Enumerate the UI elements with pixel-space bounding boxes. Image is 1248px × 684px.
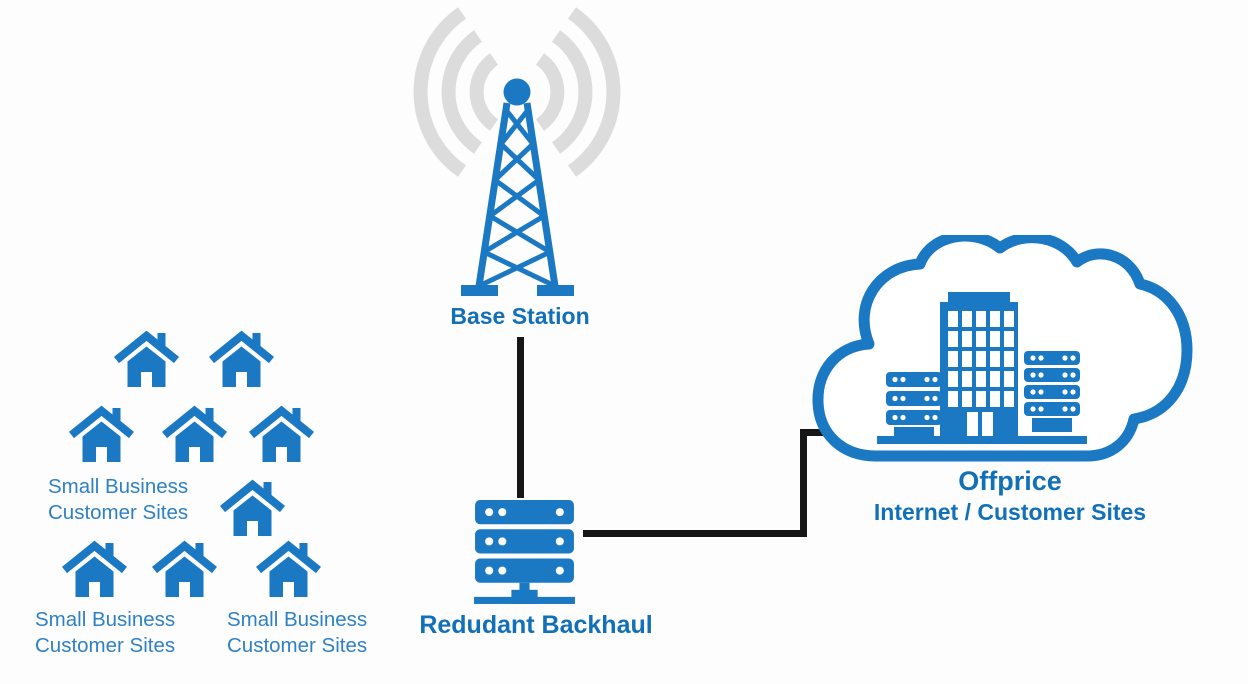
cloud-label: Offprice Internet / Customer Sites xyxy=(845,466,1175,526)
base-station-to-backhaul-line xyxy=(517,337,524,498)
customer-sites-label-line1: Small Business xyxy=(35,608,176,631)
ground-bar xyxy=(877,436,1087,444)
cell-tower-icon xyxy=(413,7,621,296)
backhaul-to-cloud-line-horizontal xyxy=(583,530,807,537)
house-icon xyxy=(114,330,179,390)
house-icon xyxy=(69,405,134,465)
customer-sites-label: Small Business Customer Sites xyxy=(227,607,367,659)
customer-sites-label-line1: Small Business xyxy=(227,608,368,631)
radio-waves-icon xyxy=(413,7,621,177)
customer-sites-label-line2: Customer Sites xyxy=(227,634,368,657)
house-icon xyxy=(249,405,314,465)
backhaul-to-cloud-line-stub xyxy=(800,429,828,436)
office-building-icon xyxy=(940,292,1018,436)
server-led-dots xyxy=(485,508,564,575)
customer-sites-label: Small Business Customer Sites xyxy=(35,607,175,659)
customer-sites-label-line2: Customer Sites xyxy=(48,501,189,524)
house-icon xyxy=(162,405,227,465)
backhaul-to-cloud-line-vertical xyxy=(800,429,807,537)
base-station-label: Base Station xyxy=(450,303,590,329)
cloud-subtitle: Internet / Customer Sites xyxy=(873,499,1147,525)
cloud-icon xyxy=(812,235,1193,462)
customer-sites-label: Small Business Customer Sites xyxy=(48,474,188,526)
house-icon xyxy=(256,540,321,600)
customer-sites-label-line1: Small Business xyxy=(48,475,189,498)
house-icon xyxy=(209,330,274,390)
customer-sites-label-line2: Customer Sites xyxy=(35,634,176,657)
server-rack-icon xyxy=(1024,351,1080,432)
server-rack-icon xyxy=(474,500,575,604)
server-rack-icon xyxy=(886,372,942,440)
house-icon xyxy=(152,540,217,600)
house-icon xyxy=(62,540,127,600)
house-icon xyxy=(220,479,285,539)
cloud-title: Offprice xyxy=(958,466,1062,496)
backhaul-label: Redudant Backhaul xyxy=(419,611,653,639)
